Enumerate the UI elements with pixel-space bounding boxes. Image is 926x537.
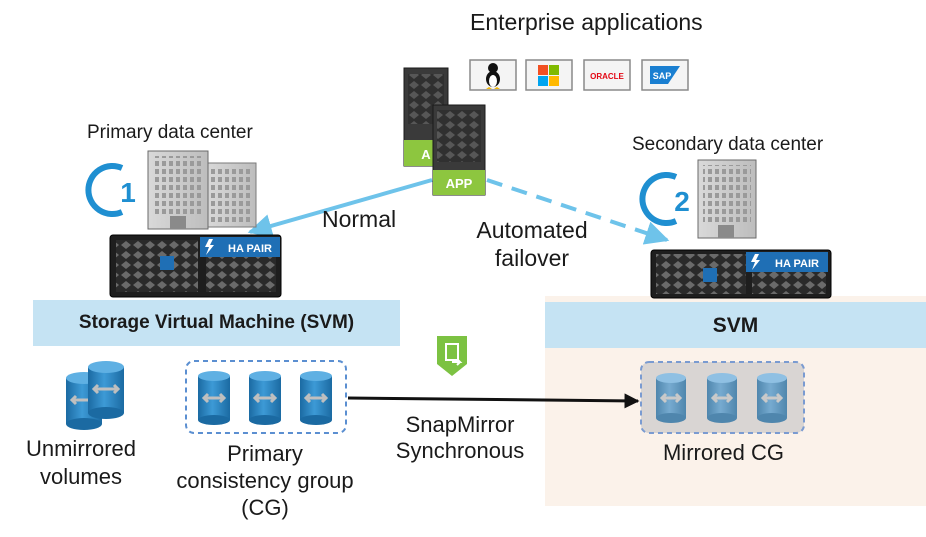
failover-path-label: Automated failover bbox=[462, 216, 602, 272]
enterprise-applications-title: Enterprise applications bbox=[470, 9, 703, 35]
svg-text:APP: APP bbox=[446, 176, 473, 191]
svg-text:1: 1 bbox=[120, 177, 136, 208]
primary-cg-label-line: consistency group bbox=[176, 468, 354, 493]
secondary-storage-controller: HA PAIR bbox=[650, 249, 832, 299]
unmirrored-volumes-label: Unmirrored volumes bbox=[6, 435, 156, 491]
svg-text:ORACLE: ORACLE bbox=[590, 72, 624, 81]
svg-text:A: A bbox=[421, 147, 431, 162]
primary-cg-cylinder bbox=[249, 371, 281, 425]
failover-path-arrow bbox=[486, 178, 670, 245]
svg-text:HA PAIR: HA PAIR bbox=[775, 258, 819, 270]
unmirrored-label-line: volumes bbox=[40, 464, 122, 489]
primary-cg-label-line: Primary bbox=[227, 441, 303, 466]
primary-data-center-title: Primary data center bbox=[87, 122, 253, 143]
failover-label-line: failover bbox=[494, 245, 570, 271]
app-server-front: APP bbox=[432, 104, 486, 196]
primary-cg-cylinder bbox=[300, 371, 332, 425]
mirrored-cg-cylinder bbox=[757, 373, 787, 423]
linux-tux-icon bbox=[469, 59, 517, 91]
snapmirror-icon bbox=[437, 336, 467, 376]
primary-svm-label: Storage Virtual Machine (SVM) bbox=[78, 312, 355, 333]
primary-cg-label: Primary consistency group (CG) bbox=[160, 440, 370, 521]
secondary-svm-band bbox=[545, 302, 926, 348]
primary-cg-cylinder bbox=[198, 371, 230, 425]
failover-label-line: Automated bbox=[476, 217, 588, 243]
primary-storage-controller: HA PAIR bbox=[109, 234, 282, 298]
primary-cg-label-line: (CG) bbox=[241, 495, 289, 520]
primary-building-icon bbox=[147, 150, 257, 230]
sap-logo: SAP bbox=[641, 59, 689, 91]
svg-text:HA PAIR: HA PAIR bbox=[228, 243, 272, 255]
normal-path-label: Normal bbox=[322, 206, 397, 232]
secondary-data-center-title: Secondary data center bbox=[632, 134, 824, 155]
oracle-logo: ORACLE bbox=[583, 59, 631, 91]
snapmirror-label-line: SnapMirror bbox=[405, 412, 515, 437]
unmirrored-volume-cylinder bbox=[88, 361, 124, 419]
secondary-site-number-badge: 2 bbox=[639, 172, 690, 226]
snapmirror-arrow bbox=[347, 393, 640, 409]
secondary-svm-label: SVM bbox=[712, 314, 759, 337]
mirrored-cg-cylinder bbox=[656, 373, 686, 423]
mirrored-cg-label: Mirrored CG bbox=[662, 440, 784, 465]
primary-svm-band bbox=[33, 300, 400, 346]
windows-icon bbox=[525, 59, 573, 91]
secondary-building-icon bbox=[697, 159, 757, 239]
snapmirror-label: SnapMirror Synchronous bbox=[385, 412, 535, 464]
svg-text:SAP: SAP bbox=[653, 71, 672, 81]
svg-text:2: 2 bbox=[674, 186, 690, 217]
snapmirror-label-line: Synchronous bbox=[395, 438, 525, 463]
primary-site-number-badge: 1 bbox=[85, 163, 136, 217]
normal-path-arrow bbox=[247, 178, 433, 238]
unmirrored-label-line: Unmirrored bbox=[25, 436, 137, 461]
primary-cg-group-box bbox=[185, 360, 347, 434]
mirrored-cg-cylinder bbox=[707, 373, 737, 423]
